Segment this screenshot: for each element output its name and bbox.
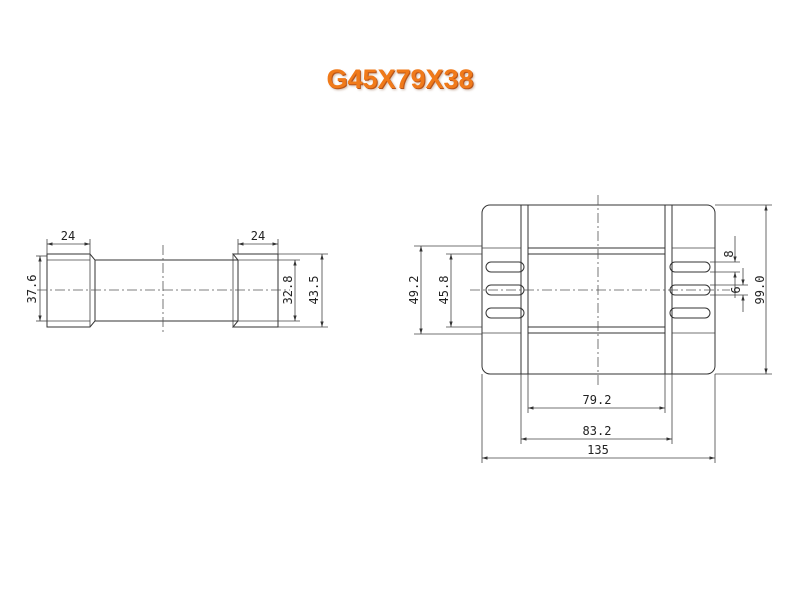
dim-side-height-inner: 32.8: [281, 276, 295, 305]
front-left-plate: [520, 204, 529, 375]
dim-side-width-left: 24: [61, 229, 75, 243]
front-view: 49.2 45.8 8 6 99.0 79.2 83.2: [407, 195, 772, 463]
dim-front-height-49: 49.2: [407, 276, 421, 305]
dim-side-height-outer: 37.6: [25, 275, 39, 304]
dim-front-width-79: 79.2: [583, 393, 612, 407]
dim-front-height-45: 45.8: [437, 276, 451, 305]
dim-front-width-83: 83.2: [583, 424, 612, 438]
diagram-title: G45X79X38: [326, 64, 474, 94]
pin-slot: [669, 307, 711, 319]
front-flange-outline: [481, 204, 716, 375]
pin-slot: [485, 261, 525, 273]
pin-slot: [485, 307, 525, 319]
pin-slot: [669, 261, 711, 273]
dim-front-height-99: 99.0: [753, 276, 767, 305]
dim-side-height-total: 43.5: [307, 276, 321, 305]
front-core-window: [527, 253, 666, 328]
side-view: 24 24 37.6 32.8 43.5: [25, 229, 328, 335]
side-left-flange: [46, 253, 96, 328]
dim-front-gap: 6: [729, 286, 743, 293]
dim-front-slot: 8: [722, 250, 736, 257]
front-right-plate: [664, 204, 673, 375]
dim-front-width-135: 135: [587, 443, 609, 457]
dim-side-width-right: 24: [251, 229, 265, 243]
side-right-flange: [231, 253, 279, 328]
